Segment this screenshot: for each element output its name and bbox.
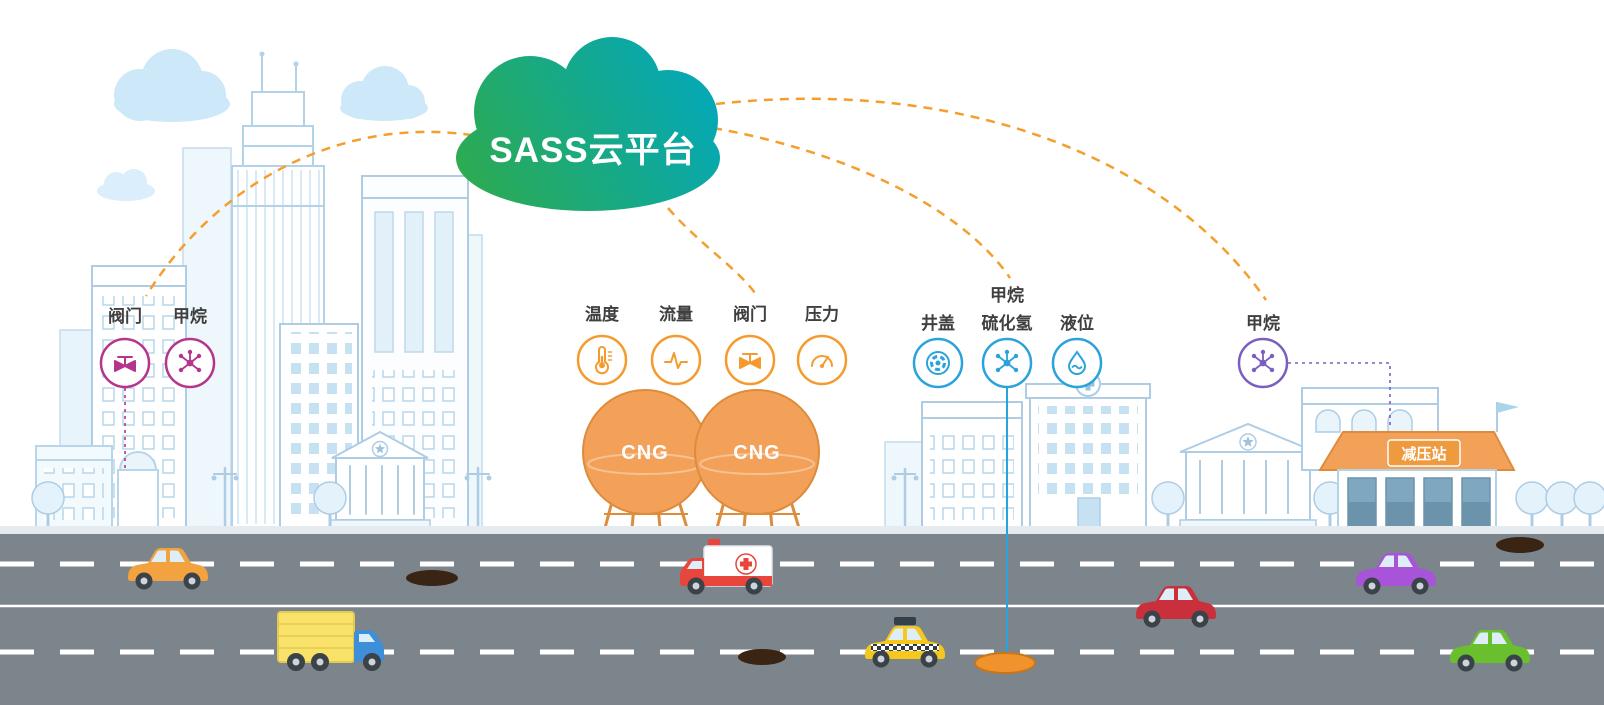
- manhole-sensor-group: 井盖 甲烷 硫化氢 液位: [912, 285, 1103, 389]
- cloud-link-arcs: [144, 97, 1268, 301]
- bank-building-right: [1179, 422, 1317, 529]
- tree: [1572, 480, 1604, 530]
- temperature-sensor: [576, 334, 628, 386]
- gas-sensor: [981, 337, 1033, 389]
- methane-sensor: [164, 337, 216, 389]
- cng-tank-label: CNG: [621, 442, 668, 464]
- tree: [1544, 480, 1580, 530]
- sidewalk-curb: [0, 526, 1604, 534]
- cloud-link-arc-manhole: [712, 126, 1012, 279]
- gas-manhole: [974, 652, 1036, 674]
- sensor-label: 甲烷: [1246, 313, 1280, 333]
- valve-sensor: [724, 334, 776, 386]
- thermometer-icon: [595, 346, 613, 375]
- cng-tank: CNG: [694, 389, 820, 529]
- waveform-icon: [664, 352, 688, 369]
- bank-building: [329, 430, 431, 529]
- station-doors: [1347, 477, 1491, 529]
- sensor-label: 阀门: [733, 304, 767, 324]
- sensor-label: 甲烷: [990, 285, 1024, 305]
- manhole-dark: [1496, 537, 1544, 553]
- station-flag: [1496, 402, 1519, 432]
- valve-icon: [114, 356, 136, 372]
- tree: [1150, 480, 1186, 530]
- sensor-label: 流量: [659, 304, 693, 324]
- pressure-reduction-station: 减压站: [1301, 387, 1604, 530]
- cloud-label: SASS云平台: [489, 131, 696, 170]
- decorative-cloud: [97, 169, 155, 201]
- water-drop-icon: [1067, 350, 1087, 375]
- tree: [1514, 480, 1550, 530]
- station-sensor-group: 甲烷: [1237, 313, 1289, 389]
- hospital-building: [1025, 371, 1151, 529]
- vehicles: [128, 539, 1530, 672]
- sensor-label: 井盖: [921, 313, 955, 333]
- liquid-level-sensor: [1051, 337, 1103, 389]
- methane-sensor: [1237, 337, 1289, 389]
- sensor-label: 硫化氢: [982, 313, 1033, 333]
- sensor-label: 温度: [585, 304, 620, 324]
- city-buildings-right: [884, 371, 1348, 531]
- station-sign: [1387, 439, 1461, 467]
- molecule-icon: [1251, 349, 1275, 373]
- sensor-label: 甲烷: [173, 306, 207, 326]
- sensor-label: 压力: [805, 304, 839, 324]
- molecule-icon: [995, 349, 1019, 373]
- flow-sensor: [650, 334, 702, 386]
- lane-markings: [0, 561, 1604, 655]
- manhole-dark: [406, 570, 458, 586]
- sensor-label: 液位: [1060, 313, 1094, 333]
- taxi-checker-stripe: [871, 644, 939, 651]
- taxi-roof-sign: [894, 617, 916, 625]
- valve-icon: [739, 353, 761, 369]
- manhole-cover-sensor: [912, 337, 964, 389]
- cloud-link-arc-cng: [667, 207, 759, 297]
- manhole-cover-icon: [926, 351, 950, 375]
- city-sensor-group: 阀门 甲烷: [99, 306, 216, 389]
- cng-tank-label: CNG: [733, 442, 780, 464]
- decorative-clouds: [97, 49, 428, 201]
- cng-sensor-group: 温度 流量 阀门 压力: [576, 304, 848, 386]
- valve-sensor: [99, 337, 151, 389]
- truck: [277, 611, 384, 671]
- cng-tank-farm: CNG CNG: [582, 389, 820, 529]
- door: [1077, 497, 1101, 529]
- ambulance: [680, 539, 773, 595]
- molecule-icon: [178, 349, 202, 373]
- gauge-icon: [811, 355, 833, 368]
- cloud-link-arc-station: [715, 97, 1268, 301]
- city-skyline-left: [30, 51, 493, 531]
- road-manholes: [406, 537, 1544, 665]
- station-sign-label: 减压站: [1401, 445, 1446, 463]
- manhole-dark: [738, 649, 786, 665]
- building-back: [884, 441, 923, 529]
- road: [0, 534, 1604, 705]
- cloud-link-arc-city: [144, 130, 489, 297]
- decorative-cloud: [340, 66, 428, 121]
- pressure-sensor: [796, 334, 848, 386]
- ambulance-beacon: [708, 539, 720, 546]
- decorative-cloud: [114, 49, 230, 122]
- red-cross-icon: [740, 558, 752, 570]
- cng-tank: CNG: [582, 389, 708, 529]
- taxi: [865, 617, 945, 668]
- saas-cloud: SASS云平台: [456, 37, 720, 211]
- sensor-label: 阀门: [108, 306, 142, 326]
